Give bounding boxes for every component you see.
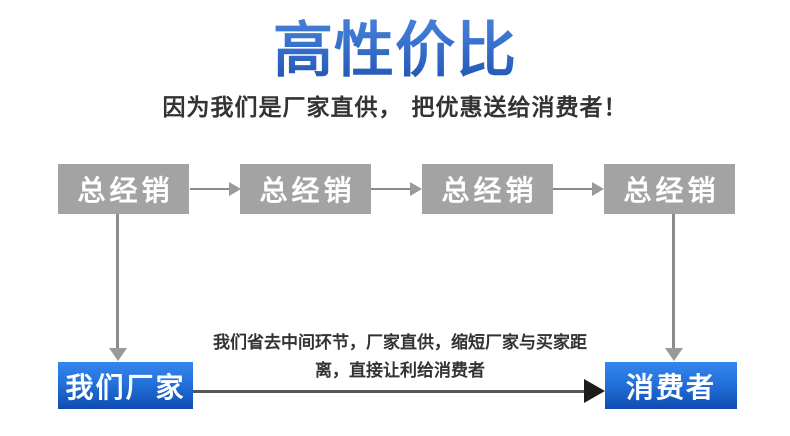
consumer-box: 消费者 bbox=[605, 362, 737, 409]
arrow-right-line bbox=[371, 188, 410, 190]
distributor-label: 总经销 bbox=[623, 174, 720, 207]
factory-to-consumer-arrow-line bbox=[193, 390, 584, 393]
arrow-down-line bbox=[672, 214, 675, 348]
arrow-down-icon bbox=[109, 348, 127, 361]
arrow-down-icon bbox=[665, 348, 683, 361]
distributor-label: 总经销 bbox=[77, 174, 174, 207]
factory-label: 我们厂家 bbox=[65, 370, 186, 404]
distributor-box-3: 总经销 bbox=[422, 164, 553, 214]
note-text: 我们省去中间环节，厂家直供，缩短厂家与买家距 离，直接让利给消费者 bbox=[195, 329, 605, 385]
subtitle: 因为我们是厂家直供， 把优惠送给消费者！ bbox=[162, 95, 628, 121]
factory-to-consumer-arrow-icon bbox=[584, 379, 605, 403]
arrow-right-line bbox=[553, 188, 592, 190]
arrow-right-icon bbox=[410, 182, 422, 196]
distributor-box-2: 总经销 bbox=[240, 164, 371, 214]
note-line-1: 我们省去中间环节，厂家直供，缩短厂家与买家距 bbox=[213, 333, 587, 353]
arrow-right-icon bbox=[229, 182, 241, 196]
page-title: 高性价比 bbox=[0, 2, 790, 89]
consumer-label: 消费者 bbox=[625, 370, 716, 404]
distributor-box-1: 总经销 bbox=[58, 164, 189, 214]
note-line-2: 离，直接让利给消费者 bbox=[315, 361, 485, 381]
distributor-label: 总经销 bbox=[259, 174, 356, 207]
distributor-box-4: 总经销 bbox=[604, 164, 735, 214]
arrow-right-icon bbox=[592, 182, 604, 196]
arrow-right-line bbox=[190, 188, 229, 190]
distributor-label: 总经销 bbox=[441, 174, 538, 207]
arrow-down-line bbox=[116, 214, 119, 348]
factory-box: 我们厂家 bbox=[58, 362, 193, 409]
